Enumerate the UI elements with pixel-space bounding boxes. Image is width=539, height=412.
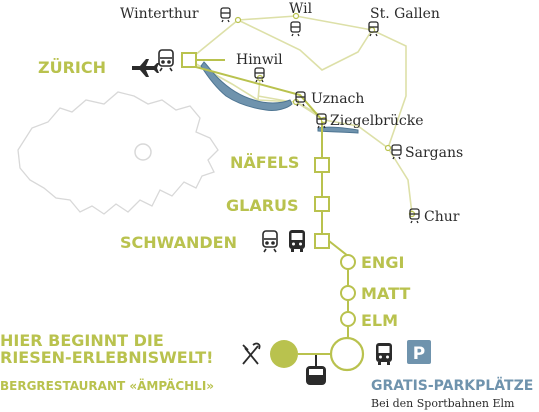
- parking-title: GRATIS-PARKPLÄTZE: [371, 377, 533, 394]
- train-icon: [254, 67, 265, 83]
- train-icon: [290, 21, 301, 37]
- train-icon: [368, 21, 379, 37]
- city-label-wil: Wil: [289, 1, 313, 17]
- elm-station-circle: [340, 311, 356, 327]
- promo-line1: HIER BEGINNT DIE: [0, 331, 164, 350]
- stop-label-nafels: NÄFELS: [230, 153, 299, 172]
- city-label-st-gallen: St. Gallen: [370, 6, 440, 22]
- city-train-icons: [220, 7, 420, 224]
- rail-network: [188, 15, 413, 215]
- gondola-icon: [306, 355, 326, 385]
- parking-badge-letter: P: [413, 344, 425, 364]
- zurich-station-square: [181, 52, 197, 68]
- train-icon: [262, 230, 278, 253]
- glarus-locator-circle: [134, 143, 152, 161]
- stop-label-engi: ENGI: [361, 253, 404, 272]
- city-label-ziegelbrucke: Ziegelbrücke: [330, 113, 424, 129]
- schwanden-station-square: [314, 233, 330, 249]
- city-label-chur: Chur: [424, 209, 460, 225]
- bus-icon: [289, 230, 305, 252]
- stop-label-zurich: ZÜRICH: [38, 58, 106, 77]
- parking-subtitle: Bei den Sportbahnen Elm: [371, 397, 515, 410]
- airplane-icon: [132, 59, 159, 77]
- stop-label-glarus: GLARUS: [226, 196, 299, 215]
- train-icon: [295, 91, 306, 107]
- matt-station-circle: [340, 285, 356, 301]
- bus-icon: [376, 343, 392, 365]
- lake-walen: [317, 126, 359, 134]
- city-label-hinwil: Hinwil: [236, 52, 283, 68]
- ampachli-destination-dot: [270, 340, 298, 368]
- parking-icon: P: [407, 340, 431, 364]
- engi-station-circle: [340, 254, 356, 270]
- glarus-station-square: [314, 196, 330, 212]
- train-icon: [409, 208, 420, 224]
- stop-label-matt: MATT: [361, 284, 410, 303]
- lake-zurich: [200, 61, 293, 111]
- train-icon: [316, 113, 327, 129]
- elm-big-station-circle: [329, 336, 365, 372]
- train-icon: [391, 144, 402, 160]
- route-circles: [329, 254, 365, 372]
- promo-line2: RIESEN-ERLEBNISWELT!: [0, 348, 213, 367]
- promo-restaurant: BERGRESTAURANT «ÄMPÄCHLI»: [0, 378, 214, 393]
- main-route: [195, 59, 349, 355]
- city-label-sargans: Sargans: [405, 145, 463, 161]
- train-icon: [220, 7, 231, 23]
- stop-label-schwanden: SCHWANDEN: [120, 233, 237, 252]
- stop-label-elm: ELM: [361, 311, 398, 330]
- city-label-uznach: Uznach: [311, 91, 364, 107]
- route-squares: [181, 52, 330, 249]
- train-icon: [158, 49, 174, 72]
- city-label-winterthur: Winterthur: [120, 6, 199, 22]
- nafels-station-square: [314, 157, 330, 173]
- restaurant-icon: [242, 342, 261, 365]
- switzerland-outline: [17, 91, 219, 215]
